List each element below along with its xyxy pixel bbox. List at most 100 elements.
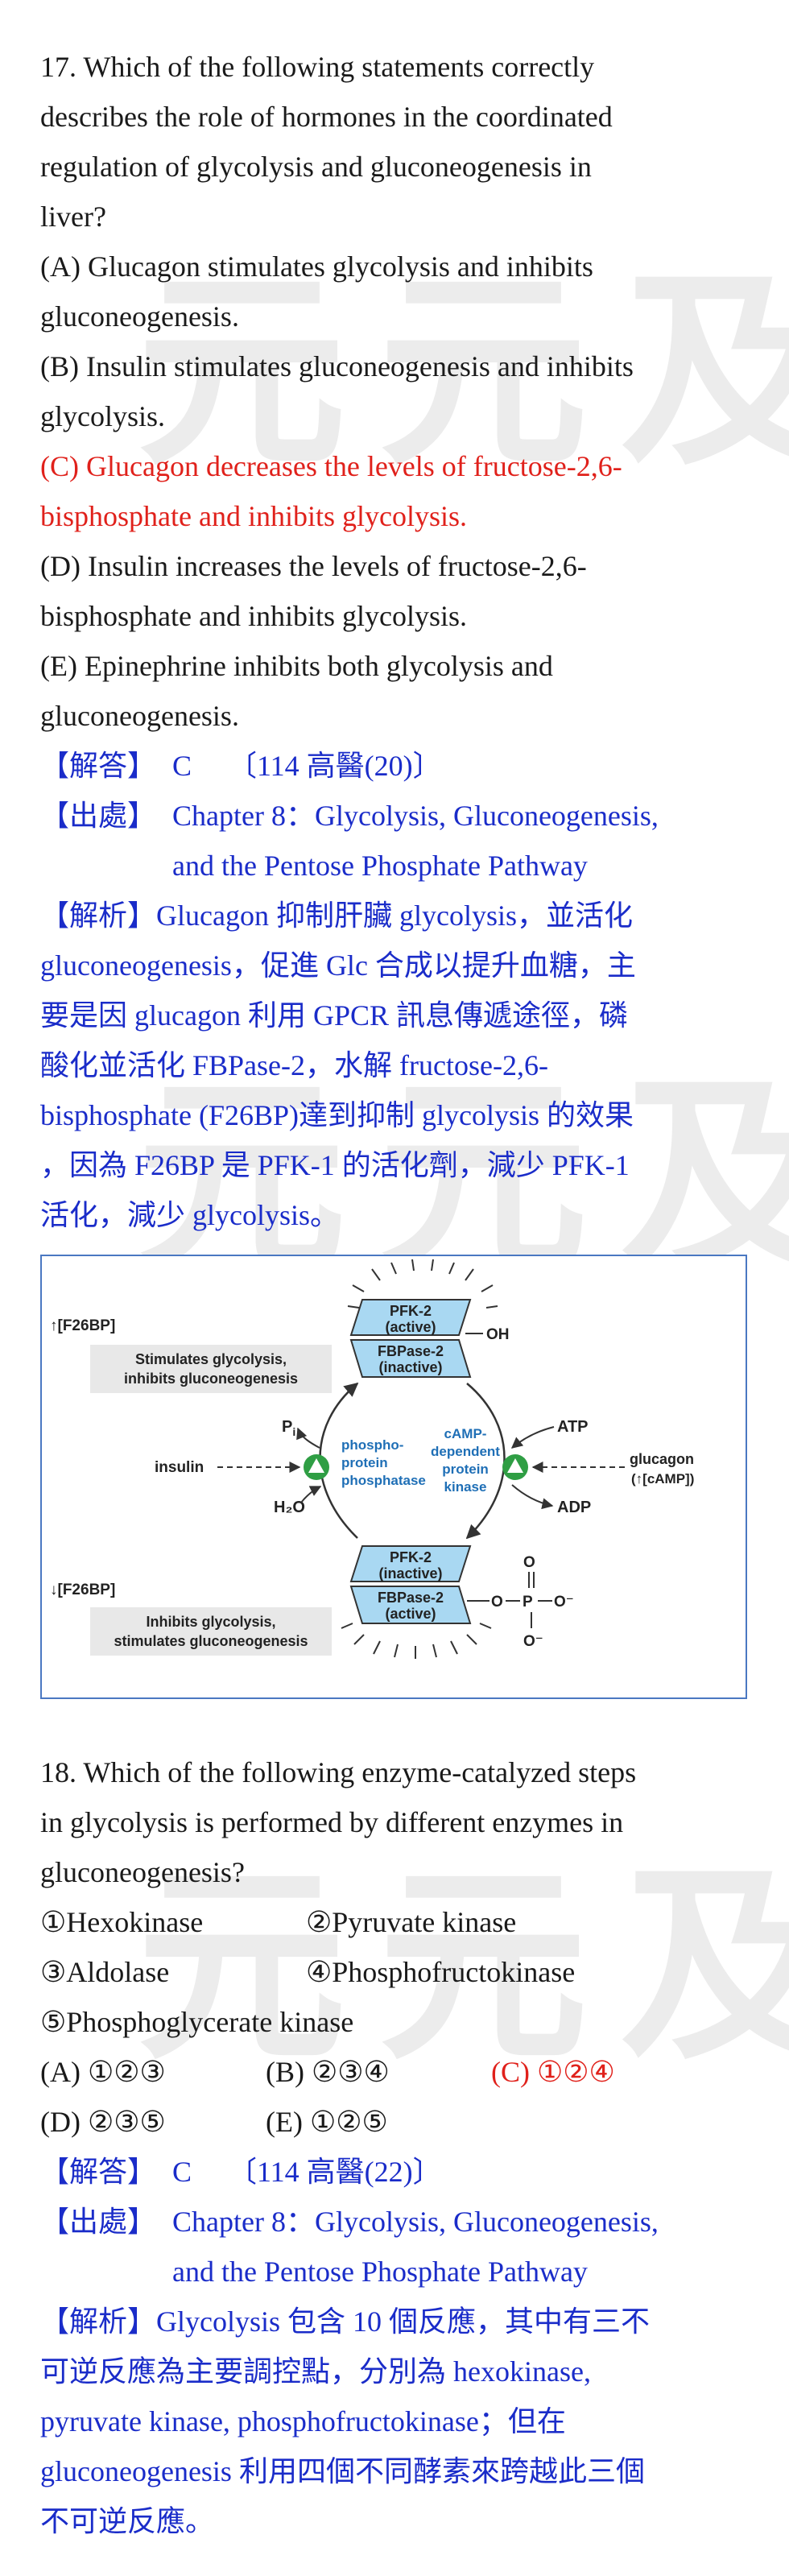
source-tag: 【出處】 <box>40 800 157 832</box>
analysis-line: 酸化並活化 FBPase-2，水解 fructose-2,6- <box>40 1049 548 1081</box>
enzyme-item: ⑤Phosphoglycerate kinase <box>40 2006 354 2038</box>
phosphate-bottom-om: O⁻ <box>523 1633 543 1650</box>
top-burst-lines <box>347 1259 498 1309</box>
question-text: describes the role of hormones in the co… <box>40 101 613 133</box>
question-text: regulation of glycolysis and gluconeogen… <box>40 151 592 183</box>
phosphate-o: O <box>491 1594 503 1611</box>
enzyme-row: ③Aldolase ④Phosphofructokinase <box>40 1947 749 1997</box>
kinase-label: dependent <box>431 1444 500 1459</box>
h2o-arrow <box>300 1486 322 1503</box>
plus-triangle-icon <box>308 1458 324 1473</box>
kinase-label: cAMP- <box>444 1426 487 1441</box>
answer-value: C 〔114 高醫(22)〕 <box>172 2156 442 2188</box>
question-text: gluconeogenesis? <box>40 1856 245 1888</box>
choice-row: (D) ②③⑤ (E) ①②⑤ <box>40 2097 749 2147</box>
f26bp-regulation-figure: ↑[F26BP] Stimulates glycolysis, inhibits… <box>40 1255 747 1699</box>
bottom-left-bg <box>90 1607 332 1656</box>
choice-row: (A) ①②③ (B) ②③④ (C) ①②④ <box>40 2047 749 2097</box>
bottom-burst-lines <box>341 1623 492 1659</box>
choice-a: (A) ①②③ <box>40 2056 166 2088</box>
document-body: 17. Which of the following statements co… <box>40 42 749 2546</box>
choice-b: (B) ②③④ <box>266 2056 390 2088</box>
glucagon-label: (↑[cAMP]) <box>631 1471 694 1486</box>
question-text: in glycolysis is performed by different … <box>40 1806 624 1838</box>
atp-label: ATP <box>557 1418 589 1436</box>
phosphate-top-o: O <box>523 1554 535 1571</box>
source-tag: 【出處】 <box>40 2206 157 2238</box>
source-value: Chapter 8：Glycolysis, Gluconeogenesis, <box>172 800 659 832</box>
phosphatase-label: protein <box>341 1455 388 1470</box>
choice-c-correct: (C) ①②④ <box>491 2056 615 2088</box>
choice-e: (E) ①②⑤ <box>266 2106 388 2138</box>
kinase-label: kinase <box>444 1479 487 1495</box>
bottom-box-label: (inactive) <box>378 1565 442 1582</box>
f26bp-up-label: ↑[F26BP] <box>50 1317 115 1334</box>
analysis-line: 【解析】Glucagon 抑制肝臟 glycolysis，並活化 <box>40 899 633 932</box>
analysis-line: 不可逆反應。 <box>40 2505 215 2537</box>
top-left-text: Stimulates glycolysis, <box>135 1351 287 1367</box>
answer-value: C 〔114 高醫(20)〕 <box>172 750 442 782</box>
enzyme-item: ④Phosphofructokinase <box>306 1956 576 1988</box>
analysis-line: gluconeogenesis，促進 Glc 合成以提升血糖，主 <box>40 949 636 982</box>
insulin-label: insulin <box>155 1459 204 1476</box>
adp-label: ADP <box>557 1499 591 1516</box>
bottom-box-label: (active) <box>385 1606 436 1622</box>
bottom-left-text: Inhibits glycolysis, <box>146 1614 275 1630</box>
bottom-box-label: PFK-2 <box>390 1549 432 1565</box>
answer-line: 【解答】 C 〔114 高醫(20)〕 <box>40 741 749 791</box>
question-text: 17. Which of the following statements co… <box>40 51 595 83</box>
option-e: (E) Epinephrine inhibits both glycolysis… <box>40 650 553 682</box>
analysis-line: bisphosphate (F26BP)達到抑制 glycolysis 的效果 <box>40 1099 634 1131</box>
f26bp-down-label: ↓[F26BP] <box>50 1582 115 1598</box>
option-a: (A) Glucagon stimulates glycolysis and i… <box>40 250 593 283</box>
option-d: (D) Insulin increases the levels of fruc… <box>40 550 587 582</box>
option-c-correct: bisphosphate and inhibits glycolysis. <box>40 500 467 532</box>
bottom-box-label: FBPase-2 <box>378 1590 444 1606</box>
option-b: (B) Insulin stimulates gluconeogenesis a… <box>40 350 634 382</box>
top-box-label: FBPase-2 <box>378 1343 444 1359</box>
answer-tag: 【解答】 <box>40 2156 157 2188</box>
enzyme-item: ②Pyruvate kinase <box>306 1906 517 1938</box>
question-18: 18. Which of the following enzyme-cataly… <box>40 1747 749 2546</box>
phosphatase-label: phospho- <box>341 1437 403 1453</box>
question-text: 18. Which of the following enzyme-cataly… <box>40 1756 637 1788</box>
adp-arrow <box>511 1484 554 1510</box>
enzyme-item: ③Aldolase <box>40 1956 170 1988</box>
pi-arrow <box>296 1427 320 1449</box>
top-box-label: (inactive) <box>378 1359 442 1375</box>
analysis-line: ，因為 F26BP 是 PFK-1 的活化劑，減少 PFK-1 <box>40 1149 630 1181</box>
choice-d: (D) ②③⑤ <box>40 2106 166 2138</box>
answer-line: 【解答】 C 〔114 高醫(22)〕 <box>40 2147 749 2197</box>
enzyme-row: ①Hexokinase ②Pyruvate kinase <box>40 1897 749 1947</box>
h2o-label: H₂O <box>274 1499 305 1516</box>
analysis-line: 可逆反應為主要調控點，分別為 hexokinase, <box>40 2355 591 2388</box>
atp-arrow <box>510 1426 555 1449</box>
kinase-arc <box>465 1383 506 1540</box>
top-left-text: inhibits gluconeogenesis <box>124 1371 298 1387</box>
phosphate-right-om: O⁻ <box>554 1594 574 1611</box>
source-line: 【出處】 Chapter 8：Glycolysis, Gluconeogenesi… <box>40 2197 749 2247</box>
glucagon-label: glucagon <box>630 1451 694 1467</box>
plus-triangle-icon <box>507 1458 523 1473</box>
bottom-left-text: stimulates gluconeogenesis <box>114 1633 308 1649</box>
question-text: liver? <box>40 201 106 233</box>
source-value: Chapter 8：Glycolysis, Gluconeogenesis, <box>172 2206 659 2238</box>
kinase-label: protein <box>442 1462 489 1477</box>
f26bp-diagram: ↑[F26BP] Stimulates glycolysis, inhibits… <box>50 1259 694 1659</box>
watermark: 元元及第 <box>137 251 789 494</box>
phosphatase-label: phosphatase <box>341 1473 426 1488</box>
option-e: gluconeogenesis. <box>40 700 239 732</box>
top-box-fbpase2 <box>349 1339 472 1378</box>
question-17: 17. Which of the following statements co… <box>40 42 749 1699</box>
analysis-line: 要是因 glucagon 利用 GPCR 訊息傳遞途徑，磷 <box>40 999 629 1032</box>
enzyme-row: ⑤Phosphoglycerate kinase <box>40 1997 749 2047</box>
answer-tag: 【解答】 <box>40 750 157 782</box>
phosphate-p: P <box>523 1594 533 1611</box>
enzyme-item: ①Hexokinase <box>40 1906 204 1938</box>
analysis-line: 活化，減少 glycolysis。 <box>40 1199 340 1231</box>
bottom-box-pfk2 <box>349 1545 472 1582</box>
analysis-line: gluconeogenesis 利用四個不同酵素來跨越此三個 <box>40 2455 645 2487</box>
top-box-pfk2 <box>349 1299 472 1336</box>
source-line-2: and the Pentose Phosphate Pathway <box>172 850 588 882</box>
bottom-box-fbpase2 <box>349 1586 472 1624</box>
